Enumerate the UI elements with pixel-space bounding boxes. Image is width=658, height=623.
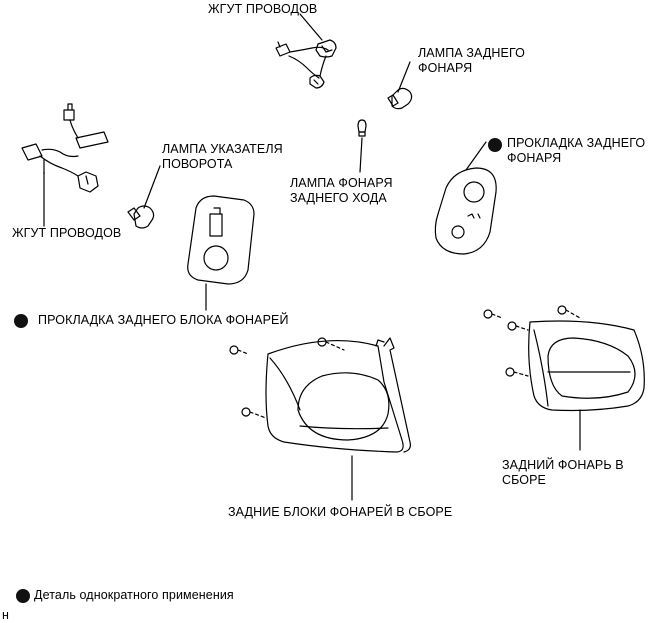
single-use-marker-icon [488,138,502,152]
label-backup-bulb: ЛАМПА ФОНАРЯ ЗАДНЕГО ХОДА [290,176,393,205]
label-rear-blocks-assembly: ЗАДНИЕ БЛОКИ ФОНАРЕЙ В СБОРЕ [228,505,453,519]
turn-bulb-drawing [127,205,155,229]
leader-harness-top [299,13,323,41]
label-rear-light-assembly: ЗАДНИЙ ФОНАРЬ В СБОРЕ [502,458,624,487]
leader-tail-bulb [397,61,411,93]
screws-right-assembly [483,305,581,377]
block-gasket-drawing [187,195,255,285]
label-wire-harness-left: ЖГУТ ПРОВОДОВ [12,226,122,240]
rear-light-assembly-drawing [528,320,645,412]
leader-turn-bulb [143,165,161,209]
label-block-gasket: ПРОКЛАДКА ЗАДНЕГО БЛОКА ФОНАРЕЙ [38,313,289,327]
label-tail-gasket: ПРОКЛАДКА ЗАДНЕГО ФОНАРЯ [507,136,646,165]
label-wire-harness-top: ЖГУТ ПРОВОДОВ [208,2,318,16]
label-tail-bulb: ЛАМПА ЗАДНЕГО ФОНАРЯ [418,46,525,75]
legend-text: Деталь однократного применения [34,588,234,602]
leader-tail-gasket [465,141,487,171]
rear-blocks-assembly-drawing [265,337,411,453]
leader-backup-bulb [359,137,363,173]
wire-harness-top-drawing [275,39,337,89]
single-use-marker-icon [14,314,28,328]
corner-mark: н [2,608,10,622]
tail-bulb-drawing [387,87,413,110]
label-turn-bulb: ЛАМПА УКАЗАТЕЛЯ ПОВОРОТА [162,142,283,171]
legend-marker-icon [16,589,30,603]
backup-bulb-drawing [357,119,367,137]
screws-left-assembly [229,337,345,419]
wire-harness-left-drawing [21,103,109,193]
tail-gasket-drawing [434,167,497,255]
